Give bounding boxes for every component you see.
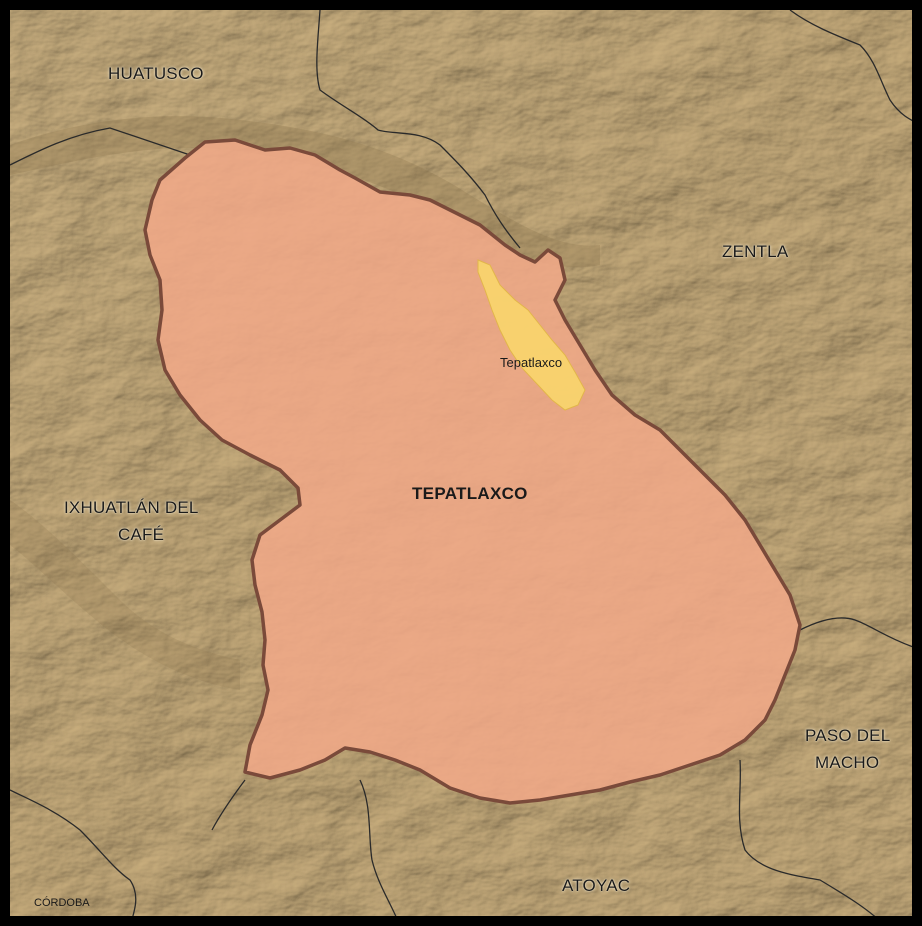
valley-shadow <box>10 116 600 268</box>
label-tepatlaxco-seat: Tepatlaxco <box>500 355 563 370</box>
label-paso-line1: PASO DEL <box>805 726 891 745</box>
label-atoyac: ATOYAC <box>562 876 631 895</box>
label-tepatlaxco-municipality: TEPATLAXCO <box>412 484 528 503</box>
municipal-boundaries <box>10 10 912 916</box>
label-huatusco: HUATUSCO <box>108 64 204 83</box>
label-zentla: ZENTLA <box>722 242 789 261</box>
label-ixhuatlan-line1: IXHUATLÁN DEL <box>64 498 199 517</box>
valley-shadow-left <box>10 500 240 690</box>
label-paso-line2: MACHO <box>815 753 880 772</box>
label-ixhuatlan-line2: CAFÉ <box>118 525 165 544</box>
tepatlaxco-seat-area[interactable] <box>477 259 586 411</box>
label-cordoba: CÓRDOBA <box>34 897 90 909</box>
tepatlaxco-municipality-area[interactable] <box>143 138 802 805</box>
